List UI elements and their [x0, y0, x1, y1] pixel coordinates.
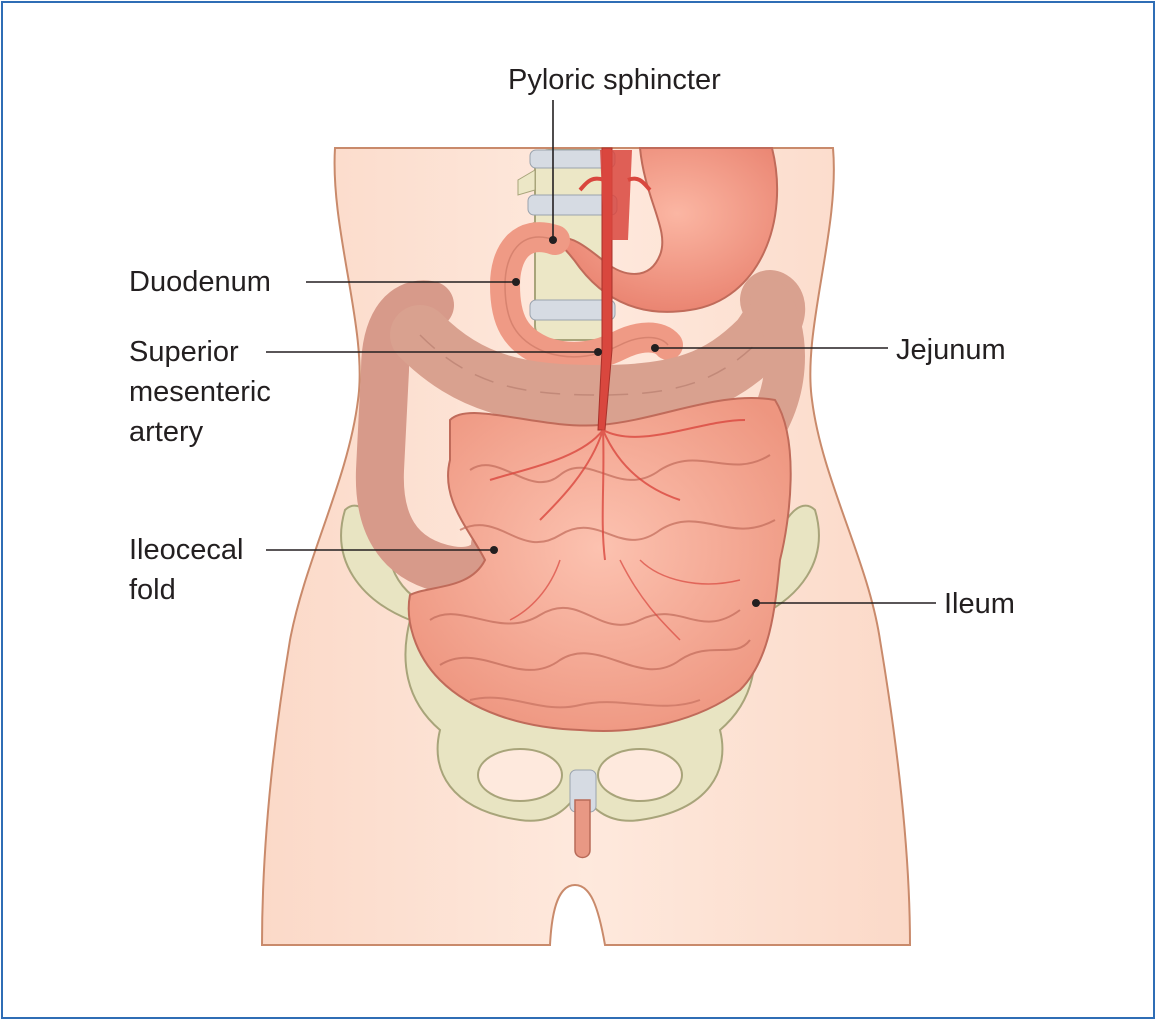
label-jejunum: Jejunum	[896, 334, 1006, 366]
label-pyloric-sphincter: Pyloric sphincter	[508, 64, 721, 96]
label-superior-line-3: artery	[129, 416, 204, 448]
leader-dots	[490, 236, 760, 607]
small-intestine	[407, 396, 792, 732]
label-superior-line-1: Superior	[129, 336, 239, 368]
label-ileocecal-line-1: Ileocecal	[129, 534, 244, 566]
label-ileum: Ileum	[944, 588, 1015, 620]
rectum	[574, 799, 591, 859]
label-duodenum: Duodenum	[129, 266, 271, 298]
superior-mesenteric-artery	[489, 147, 746, 641]
label-superior-line-2: mesenteric	[129, 376, 271, 408]
leader-lines	[266, 100, 936, 604]
label-ileocecal-line-2: fold	[129, 574, 176, 606]
label-superior-mesenteric-artery: Superior mesenteric artery	[129, 332, 271, 452]
label-ileocecal-fold: Ileocecal fold	[129, 530, 243, 610]
